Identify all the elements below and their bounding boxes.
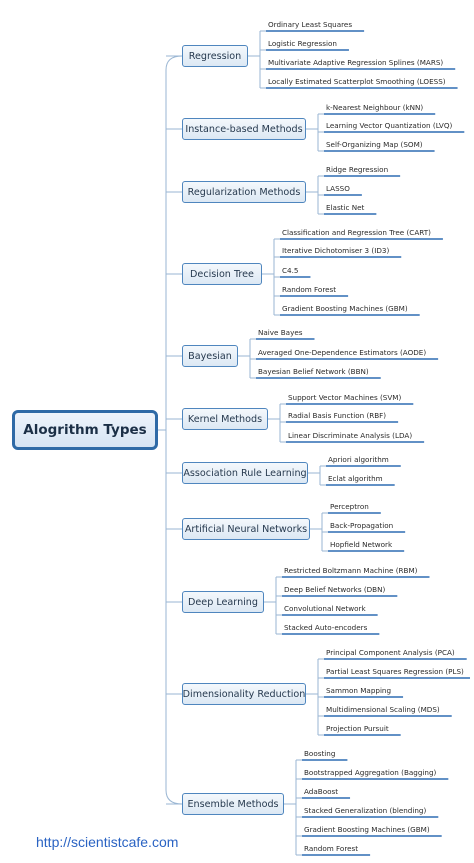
category-node: Regression <box>182 45 248 67</box>
leaf-item: Partial Least Squares Regression (PLS) <box>326 667 464 676</box>
leaf-item: Elastic Net <box>326 203 365 212</box>
category-node: Bayesian <box>182 345 238 367</box>
leaf-item: Perceptron <box>330 502 369 511</box>
leaf-item: Eclat algorithm <box>328 474 383 483</box>
leaf-item: Linear Discriminate Analysis (LDA) <box>288 431 413 440</box>
category-node: Regularization Methods <box>182 181 306 203</box>
leaf-item: Classification and Regression Tree (CART… <box>282 228 431 237</box>
leaf-item: Ordinary Least Squares <box>268 20 353 29</box>
leaf-item: Apriori algorithm <box>328 455 389 464</box>
category-node: Ensemble Methods <box>182 793 284 815</box>
main-spine <box>165 55 183 805</box>
leaf-item: Bootstrapped Aggregation (Bagging) <box>304 768 437 777</box>
leaf-item: Stacked Generalization (blending) <box>304 806 427 815</box>
leaf-item: Locally Estimated Scatterplot Smoothing … <box>268 77 446 86</box>
leaf-item: Back-Propagation <box>330 521 394 530</box>
category-node: Association Rule Learning <box>182 462 308 484</box>
leaf-item: Boosting <box>304 749 336 758</box>
category-node: Instance-based Methods <box>182 118 306 140</box>
root-node: Alogrithm Types <box>12 410 158 450</box>
leaf-item: Support Vector Machines (SVM) <box>288 393 402 402</box>
leaf-item: Radial Basis Function (RBF) <box>288 411 387 420</box>
leaf-item: Random Forest <box>304 844 359 853</box>
leaf-item: Averaged One-Dependence Estimators (AODE… <box>258 348 427 357</box>
category-node: Artificial Neural Networks <box>182 518 310 540</box>
leaf-item: Random Forest <box>282 285 337 294</box>
leaf-item: Gradient Boosting Machines (GBM) <box>304 825 430 834</box>
leaf-item: Stacked Auto-encoders <box>284 623 368 632</box>
leaf-item: LASSO <box>326 184 350 193</box>
leaf-item: Gradient Boosting Machines (GBM) <box>282 304 408 313</box>
leaf-item: k-Nearest Neighbour (kNN) <box>326 103 424 112</box>
leaf-item: Ridge Regression <box>326 165 389 174</box>
category-node: Decision Tree <box>182 263 262 285</box>
leaf-item: Hopfield Network <box>330 540 393 549</box>
leaf-item: Bayesian Belief Network (BBN) <box>258 367 369 376</box>
leaf-item: Naive Bayes <box>258 328 303 337</box>
category-node: Kernel Methods <box>182 408 268 430</box>
leaf-item: Projection Pursuit <box>326 724 389 733</box>
leaf-item: Iterative Dichotomiser 3 (ID3) <box>282 246 390 255</box>
leaf-item: AdaBoost <box>304 787 339 796</box>
leaf-item: Sammon Mapping <box>326 686 392 695</box>
leaf-item: Self-Organizing Map (SOM) <box>326 140 423 149</box>
leaf-item: Convolutional Network <box>284 604 366 613</box>
leaf-item: Principal Component Analysis (PCA) <box>326 648 455 657</box>
leaf-item: Deep Belief Networks (DBN) <box>284 585 386 594</box>
footer-url[interactable]: http://scientistcafe.com <box>36 834 179 850</box>
category-node: Deep Learning <box>182 591 264 613</box>
leaf-item: Restricted Boltzmann Machine (RBM) <box>284 566 418 575</box>
category-node: Dimensionality Reduction <box>182 683 306 705</box>
leaf-item: C4.5 <box>282 266 299 275</box>
leaf-item: Logistic Regression <box>268 39 337 48</box>
leaf-item: Multivariate Adaptive Regression Splines… <box>268 58 444 67</box>
leaf-item: Learning Vector Quantization (LVQ) <box>326 121 453 130</box>
leaf-item: Multidimensional Scaling (MDS) <box>326 705 440 714</box>
